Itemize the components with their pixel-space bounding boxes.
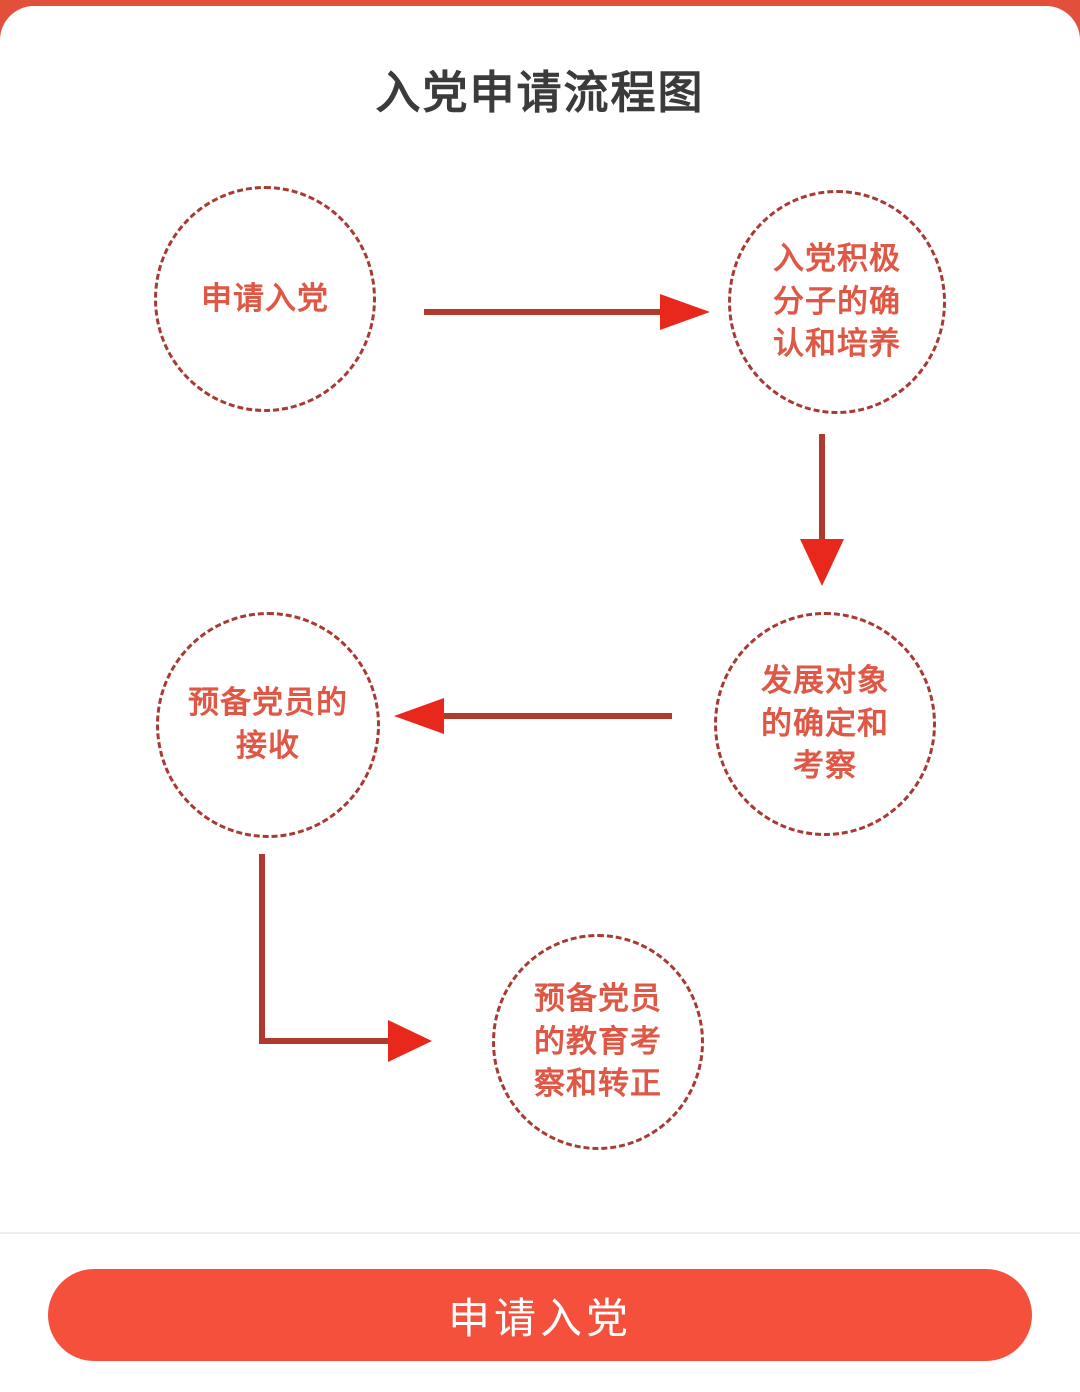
apply-for-party-membership-button[interactable]: 申请入党 (48, 1269, 1032, 1361)
flow-node-probationary-admit-label: 预备党员的 接收 (188, 685, 348, 763)
flow-node-probationary-edu[interactable]: 预备党员 的教育考 察和转正 (492, 934, 704, 1150)
flow-node-development-target-label: 发展对象 的确定和 考察 (761, 662, 889, 784)
flow-node-development-target[interactable]: 发展对象 的确定和 考察 (714, 612, 936, 836)
page-title: 入党申请流程图 (375, 67, 705, 118)
flow-node-apply-label: 申请入党 (201, 281, 329, 317)
flow-node-apply[interactable]: 申请入党 (154, 186, 376, 412)
bottom-action-bar: 申请入党 (0, 1232, 1080, 1392)
arrow-probationary-admit-to-probationary-edu (259, 854, 432, 1062)
arrow-development-target-to-probationary-admit (394, 698, 672, 734)
arrow-apply-to-activist (424, 294, 710, 330)
flow-node-activist-label: 入党积极 分子的确 认和培养 (773, 240, 901, 362)
flow-node-probationary-edu-label: 预备党员 的教育考 察和转正 (534, 980, 662, 1102)
flow-node-activist[interactable]: 入党积极 分子的确 认和培养 (728, 190, 946, 414)
arrow-activist-to-development-target (800, 434, 844, 586)
flowchart: 申请入党 入党积极 分子的确 认和培养 发展对象 的确定和 考察 预备党员的 接… (0, 6, 1080, 1238)
content-card: 入党申请流程图 (0, 6, 1080, 1392)
flow-node-probationary-admit[interactable]: 预备党员的 接收 (156, 612, 380, 838)
